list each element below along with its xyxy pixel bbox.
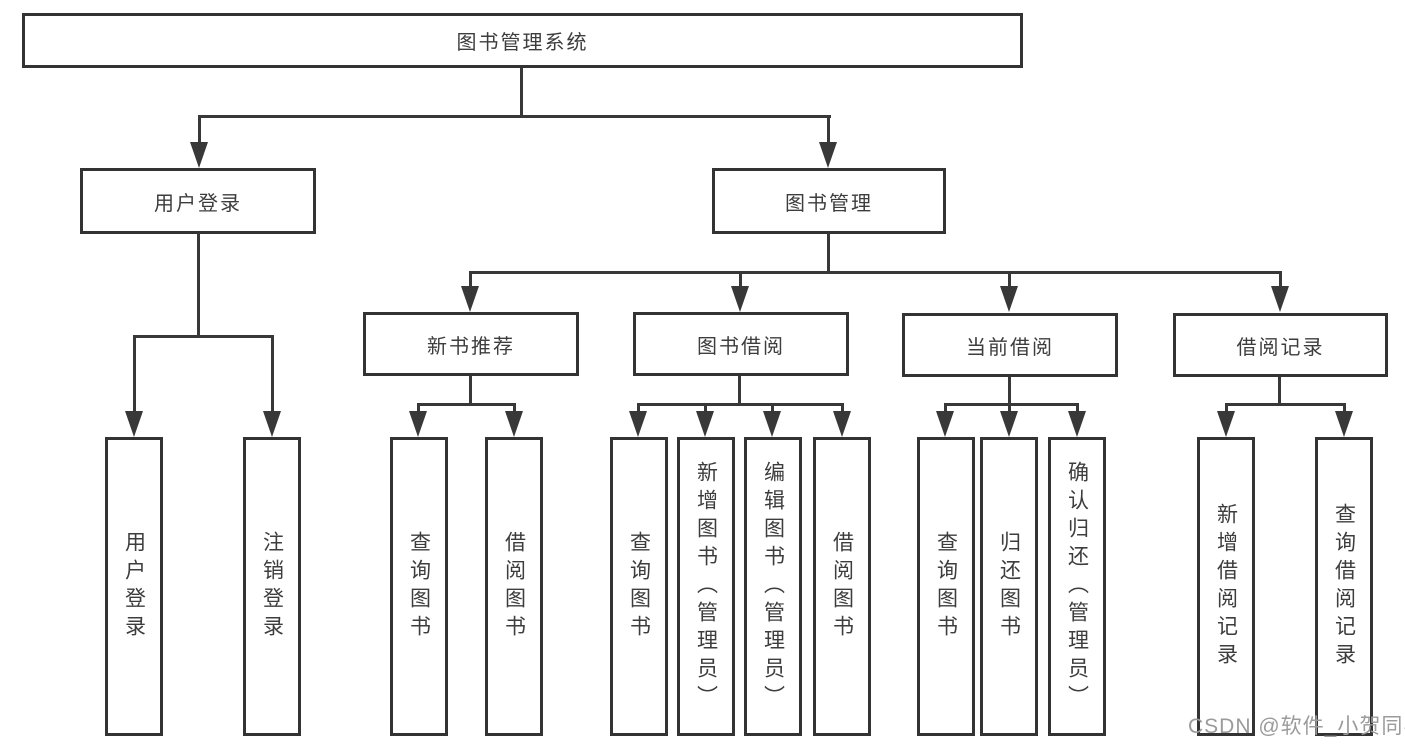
connector-bookmgmt-drop2 bbox=[739, 271, 742, 289]
arrowhead-down bbox=[263, 411, 281, 437]
leaf-return-books-label: 归还图书 bbox=[997, 530, 1021, 643]
arrowhead-down bbox=[696, 411, 714, 437]
node-current-borrow: 当前借阅 bbox=[902, 313, 1118, 377]
arrowhead-down bbox=[731, 286, 749, 312]
arrowhead-down bbox=[763, 411, 781, 437]
leaf-query-books-recommend: 查询图书 bbox=[390, 437, 448, 736]
arrowhead-down bbox=[1000, 286, 1018, 312]
leaf-logout-label: 注销登录 bbox=[260, 530, 284, 643]
node-borrow-records: 借阅记录 bbox=[1173, 313, 1388, 377]
node-book-management-label: 图书管理 bbox=[785, 192, 873, 215]
arrowhead-down bbox=[461, 286, 479, 312]
connector-bookmgmt-drop3 bbox=[1008, 271, 1011, 289]
leaf-borrow-books-label: 借阅图书 bbox=[830, 530, 854, 643]
connector-bookmgmt-drop4 bbox=[1279, 271, 1282, 289]
arrowhead-down bbox=[190, 142, 208, 168]
connector-borrow-stem bbox=[738, 376, 741, 406]
connector-borrow-drop2 bbox=[704, 403, 707, 415]
leaf-logout: 注销登录 bbox=[243, 437, 301, 736]
node-borrow-records-label: 借阅记录 bbox=[1236, 336, 1325, 359]
connector-root-stem bbox=[520, 68, 523, 118]
leaf-confirm-return-admin-label: 确认归还（管理员） bbox=[1065, 460, 1089, 713]
connector-current-drop1 bbox=[944, 403, 947, 415]
leaf-borrow-books: 借阅图书 bbox=[813, 437, 871, 736]
connector-current-bar bbox=[944, 403, 1079, 406]
node-user-login: 用户登录 bbox=[80, 168, 316, 234]
connector-borrow-drop4 bbox=[841, 403, 844, 415]
connector-borrow-bar bbox=[637, 403, 844, 406]
arrowhead-down bbox=[1068, 411, 1086, 437]
connector-records-drop1 bbox=[1225, 403, 1228, 415]
leaf-borrow-books-recommend-label: 借阅图书 bbox=[502, 530, 526, 643]
leaf-add-books-admin-label: 新增图书（管理员） bbox=[694, 460, 718, 713]
leaf-add-borrow-record-label: 新增借阅记录 bbox=[1214, 502, 1238, 671]
connector-userlogin-bar bbox=[133, 335, 274, 338]
arrowhead-down bbox=[125, 411, 143, 437]
connector-root-drop-right bbox=[827, 115, 830, 146]
connector-current-drop3 bbox=[1076, 403, 1079, 415]
leaf-edit-books-admin: 编辑图书（管理员） bbox=[744, 437, 802, 736]
arrowhead-down bbox=[505, 411, 523, 437]
node-book-borrow-label: 图书借阅 bbox=[697, 335, 785, 358]
arrowhead-down bbox=[833, 411, 851, 437]
leaf-user-login: 用户登录 bbox=[105, 437, 163, 736]
leaf-query-books-borrow-label: 查询图书 bbox=[627, 530, 651, 643]
node-book-borrow: 图书借阅 bbox=[633, 312, 849, 376]
arrowhead-down bbox=[936, 411, 954, 437]
arrowhead-down bbox=[1000, 411, 1018, 437]
connector-userlogin-stem bbox=[197, 233, 200, 338]
arrowhead-down bbox=[819, 142, 837, 168]
leaf-borrow-books-recommend: 借阅图书 bbox=[485, 437, 543, 736]
csdn-watermark: CSDN @软件_小贺同学 bbox=[1188, 715, 1405, 738]
connector-recommend-stem bbox=[469, 376, 472, 406]
leaf-query-books-current-label: 查询图书 bbox=[934, 530, 958, 643]
connector-records-drop2 bbox=[1343, 403, 1346, 415]
node-root-label: 图书管理系统 bbox=[456, 32, 589, 54]
connector-records-stem bbox=[1278, 377, 1281, 406]
leaf-add-books-admin: 新增图书（管理员） bbox=[677, 437, 735, 736]
arrowhead-down bbox=[409, 411, 427, 437]
connector-bookmgmt-stem bbox=[827, 233, 830, 274]
connector-borrow-drop3 bbox=[771, 403, 774, 415]
arrowhead-down bbox=[1217, 411, 1235, 437]
leaf-query-books-borrow: 查询图书 bbox=[610, 437, 668, 736]
leaf-return-books: 归还图书 bbox=[980, 437, 1038, 736]
arrowhead-down bbox=[1271, 286, 1289, 312]
leaf-confirm-return-admin: 确认归还（管理员） bbox=[1048, 437, 1106, 736]
leaf-edit-books-admin-label: 编辑图书（管理员） bbox=[761, 460, 785, 713]
node-new-book-recommend-label: 新书推荐 bbox=[427, 335, 515, 358]
connector-recommend-bar bbox=[417, 403, 516, 406]
arrowhead-down bbox=[629, 411, 647, 437]
node-root: 图书管理系统 bbox=[22, 13, 1023, 68]
node-user-login-label: 用户登录 bbox=[154, 192, 242, 215]
node-current-borrow-label: 当前借阅 bbox=[966, 336, 1054, 359]
connector-bookmgmt-drop1 bbox=[469, 271, 472, 289]
node-new-book-recommend: 新书推荐 bbox=[363, 312, 579, 376]
leaf-add-borrow-record: 新增借阅记录 bbox=[1197, 437, 1255, 736]
connector-userlogin-drop-right bbox=[271, 335, 274, 413]
connector-recommend-drop2 bbox=[513, 403, 516, 415]
connector-userlogin-drop-left bbox=[133, 335, 136, 413]
connector-root-bar bbox=[198, 115, 831, 118]
connector-records-bar bbox=[1225, 403, 1346, 406]
leaf-query-books-recommend-label: 查询图书 bbox=[407, 530, 431, 643]
connector-current-stem bbox=[1008, 377, 1011, 406]
connector-current-drop2 bbox=[1008, 403, 1011, 415]
connector-recommend-drop1 bbox=[417, 403, 420, 415]
leaf-user-login-label: 用户登录 bbox=[122, 530, 146, 643]
arrowhead-down bbox=[1335, 411, 1353, 437]
leaf-query-borrow-record-label: 查询借阅记录 bbox=[1332, 502, 1356, 671]
connector-bookmgmt-bar bbox=[469, 271, 1282, 274]
connector-root-drop-left bbox=[198, 115, 201, 146]
leaf-query-books-current: 查询图书 bbox=[917, 437, 975, 736]
connector-borrow-drop1 bbox=[637, 403, 640, 415]
leaf-query-borrow-record: 查询借阅记录 bbox=[1315, 437, 1373, 736]
node-book-management: 图书管理 bbox=[712, 168, 946, 234]
